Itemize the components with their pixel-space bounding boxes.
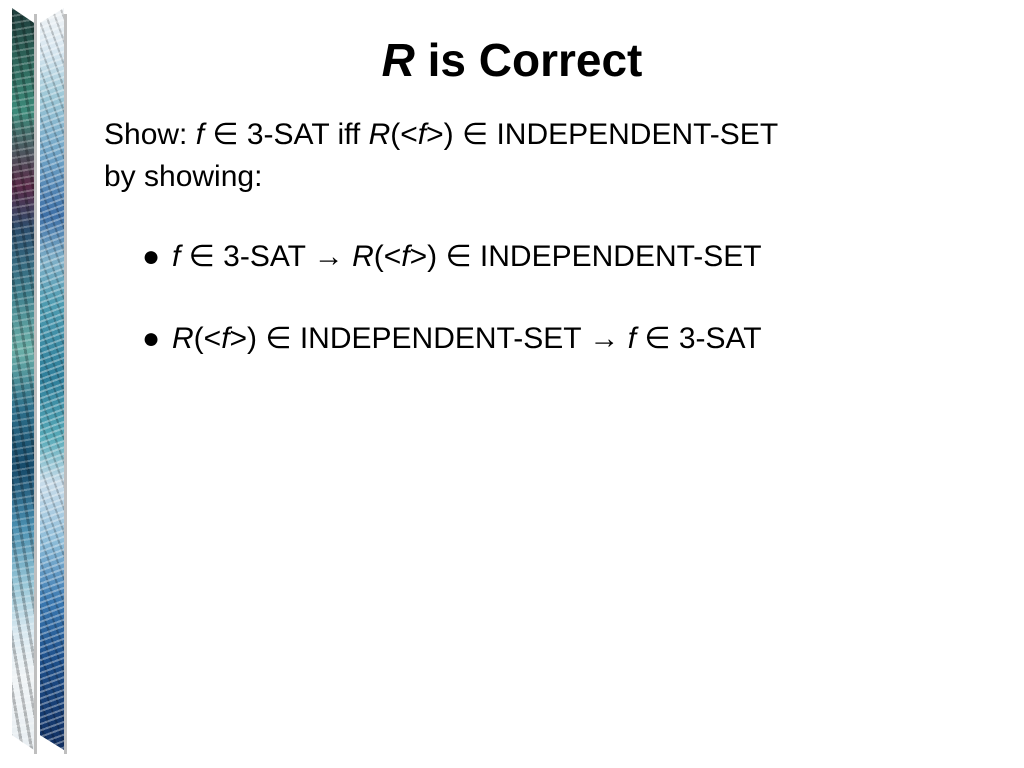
bullet-item: ●R(<f>) ∈ INDEPENDENT-SET → f ∈ 3-SAT [142, 318, 762, 360]
formula-variable: f [172, 240, 181, 273]
text-run: >) ∈ INDEPENDENT-SET [426, 118, 779, 151]
formula-variable: f [417, 118, 427, 151]
intro-line-1: Show: f ∈ 3-SAT iff R(<f>) ∈ INDEPENDENT… [104, 114, 984, 156]
bullet-item: ●f ∈ 3-SAT → R(<f>) ∈ INDEPENDENT-SET [142, 236, 762, 278]
intro-line-2: by showing: [104, 160, 263, 193]
reduction-variable: R [352, 240, 374, 273]
intro-text: Show: f ∈ 3-SAT iff R(<f>) ∈ INDEPENDENT… [104, 114, 984, 198]
formula-variable: f [221, 322, 230, 355]
strip-shadow [34, 14, 37, 754]
bullet-list: ●f ∈ 3-SAT → R(<f>) ∈ INDEPENDENT-SET ●R… [142, 236, 762, 400]
decorative-mosaic-strip [40, 8, 64, 750]
text-run: Show: [104, 118, 196, 151]
text-run: ∈ 3-SAT [636, 322, 762, 355]
bullet-dot: ● [142, 240, 161, 273]
slide-title: R is Correct [0, 30, 1024, 90]
decorative-mosaic-strip [12, 8, 34, 750]
text-run: ∈ 3-SAT iff [204, 118, 369, 151]
text-run: ∈ 3-SAT → [180, 240, 353, 273]
title-text: is Correct [414, 34, 643, 86]
text-run: >) ∈ INDEPENDENT-SET [409, 240, 762, 273]
strip-shadow [64, 14, 67, 754]
formula-variable: f [401, 240, 410, 273]
reduction-variable: R [368, 118, 391, 151]
text-run: >) ∈ INDEPENDENT-SET → [229, 322, 628, 355]
formula-variable: f [195, 118, 205, 151]
bullet-dot: ● [142, 322, 161, 355]
formula-variable: f [627, 322, 637, 355]
text-run: (< [373, 240, 402, 273]
text-run: (< [193, 322, 222, 355]
title-variable: R [381, 34, 415, 86]
text-run: (< [390, 118, 418, 151]
reduction-variable: R [172, 322, 194, 355]
